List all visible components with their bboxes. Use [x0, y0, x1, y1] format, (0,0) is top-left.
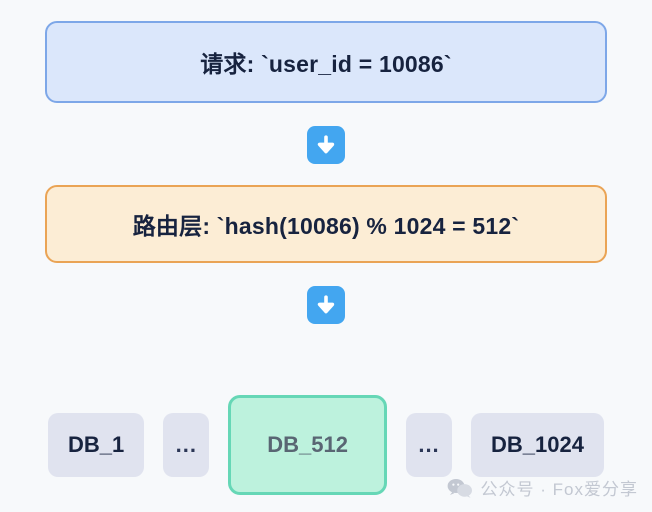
shard-db-1024: DB_1024 — [471, 413, 604, 477]
arrow-down-icon — [315, 294, 337, 316]
request-node: 请求: `user_id = 10086` — [45, 21, 607, 103]
shard-db-1: DB_1 — [48, 413, 145, 477]
shard-ellipsis-left: ... — [163, 413, 210, 477]
shard-row: DB_1 ... DB_512 ... DB_1024 — [0, 393, 652, 497]
shard-db-512-active: DB_512 — [228, 395, 387, 495]
connector-1 — [307, 126, 345, 164]
router-node: 路由层: `hash(10086) % 1024 = 512` — [45, 185, 607, 263]
connector-2 — [307, 286, 345, 324]
shard-ellipsis-right: ... — [406, 413, 452, 477]
arrow-down-icon — [315, 134, 337, 156]
